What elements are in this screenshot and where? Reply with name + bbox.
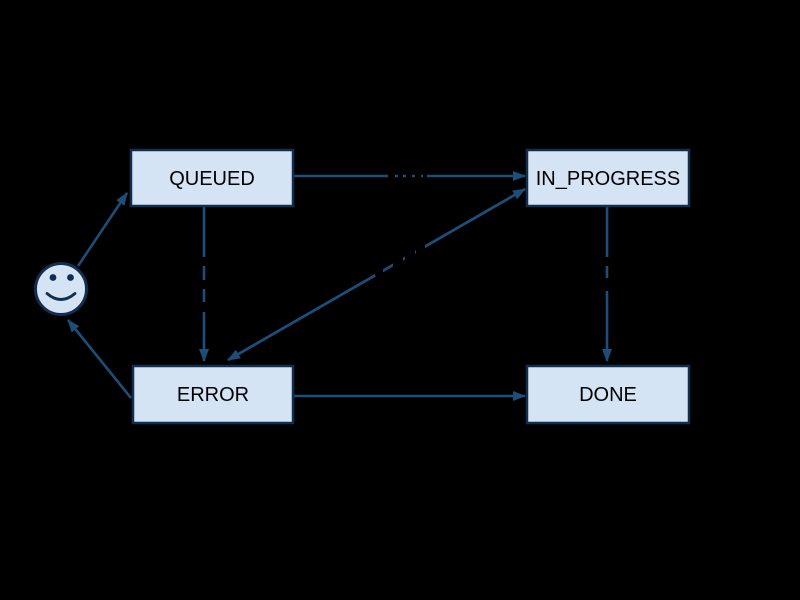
- edge-error-to-actor: [66, 319, 133, 399]
- state-label-in-progress: IN_PROGRESS: [536, 168, 680, 190]
- obscured-edge-label-marks: [199, 171, 614, 312]
- state-label-done: DONE: [579, 384, 637, 406]
- smiley-face-icon: [34, 262, 88, 316]
- smiley-left-eye-icon: [49, 274, 57, 281]
- state-node-queued: QUEUED: [129, 148, 295, 208]
- state-node-done: DONE: [525, 364, 691, 425]
- actor-node: [34, 262, 88, 316]
- state-node-in-progress: IN_PROGRESS: [525, 148, 691, 208]
- state-label-error: ERROR: [177, 384, 249, 406]
- edge-actor-to-queued: [76, 192, 129, 267]
- smiley-mouth-icon: [45, 292, 77, 301]
- edges: [66, 171, 612, 401]
- smiley-right-eye-icon: [67, 274, 74, 281]
- state-label-queued: QUEUED: [169, 168, 255, 190]
- state-node-error: ERROR: [131, 364, 295, 425]
